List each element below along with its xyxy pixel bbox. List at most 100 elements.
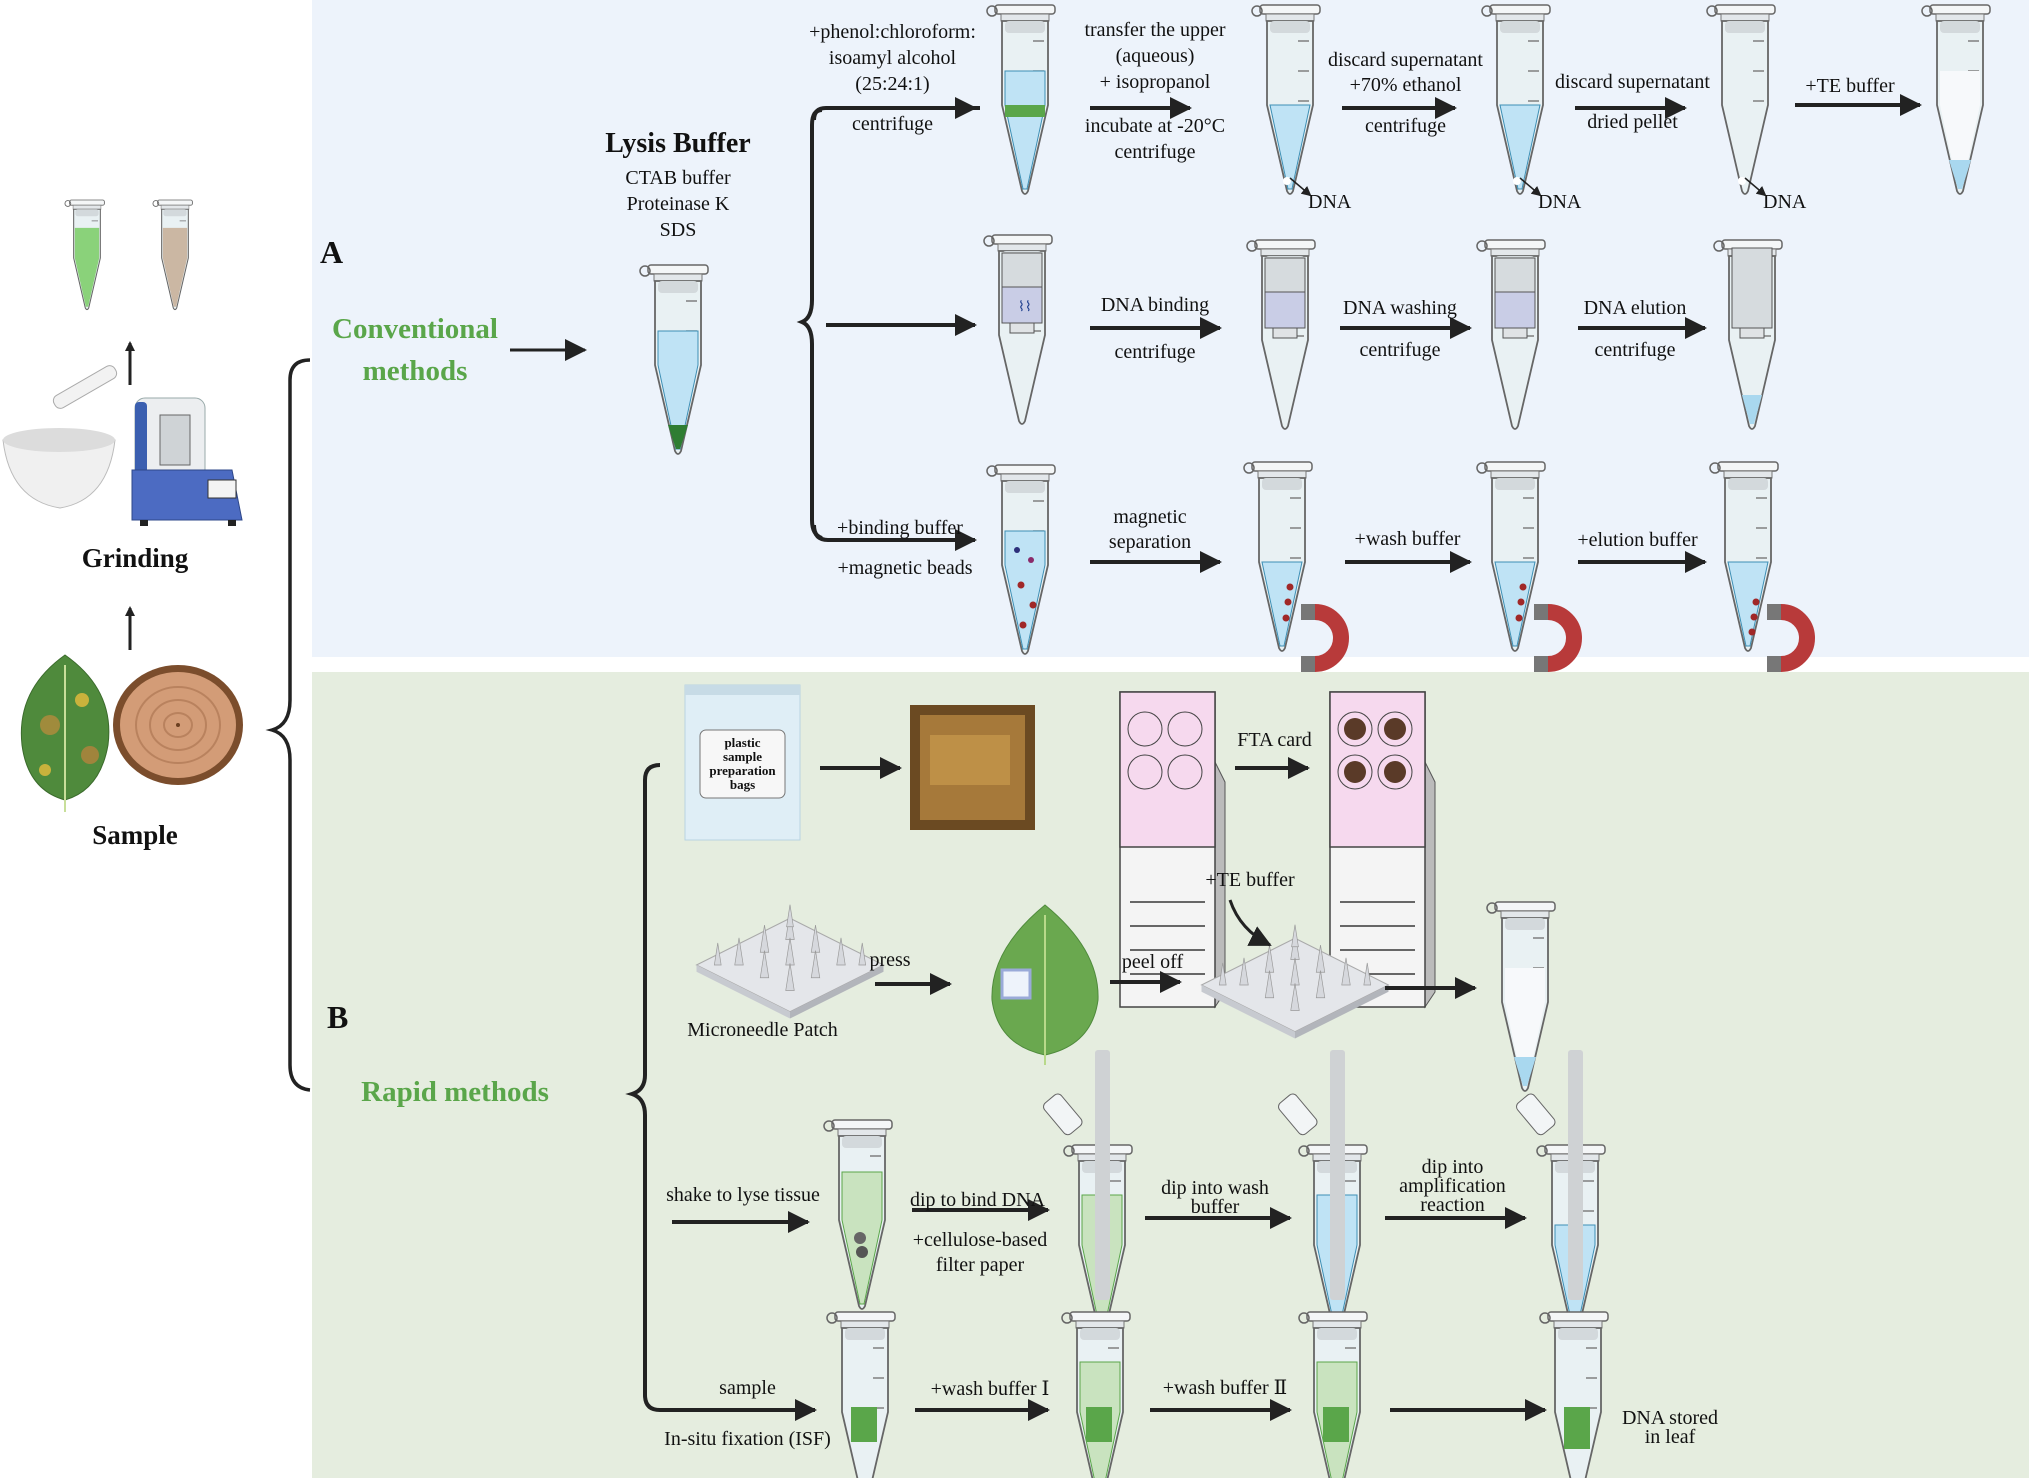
tube-isf-wash1 [1061, 1311, 1131, 1478]
step-label: +elution buffer [1577, 529, 1698, 551]
amplification-label: amplification [1399, 1175, 1506, 1197]
amplification-label: dip into [1421, 1156, 1484, 1178]
tube-ethanol-wash [1481, 4, 1551, 195]
step-label: DNA binding [1100, 294, 1210, 316]
step-label: + isopropanol [1099, 71, 1211, 93]
bag-label-line: plastic [724, 735, 761, 750]
spin-column-tube-eluted [1713, 239, 1783, 430]
isf-label: In-situ fixation (ISF) [664, 1428, 831, 1450]
svg-text:⌇⌇: ⌇⌇ [1018, 299, 1032, 315]
microneedle-patch-label: Microneedle Patch [687, 1019, 838, 1041]
lysis-buffer-title: Lysis Buffer [605, 128, 751, 159]
step-label: discard supernatant [1555, 71, 1710, 93]
arrow-row3-start [812, 524, 977, 551]
dna-stored-label: in leaf [1644, 1426, 1696, 1448]
lysis-item: SDS [659, 219, 697, 241]
fta-card-label: FTA card [1237, 729, 1312, 751]
press-label: press [869, 949, 911, 971]
step-label: centrifuge [1114, 341, 1196, 363]
step-label: centrifuge [851, 113, 934, 135]
te-buffer-label: +TE buffer [1205, 869, 1295, 891]
tube-te-buffer-dna [1921, 4, 1991, 195]
step-label: magnetic [1113, 506, 1187, 528]
sample-step-label: sample [719, 1377, 776, 1399]
step-label: transfer the upper [1084, 19, 1226, 41]
brace-rapid-branches [625, 763, 817, 1421]
fta-card-blank [1119, 691, 1226, 1008]
magnet-icon [1301, 604, 1341, 672]
step-label: DNA washing [1343, 297, 1457, 319]
tube-isf-sample [826, 1311, 896, 1478]
lysis-tube [639, 264, 709, 455]
bag-label-line: bags [729, 777, 756, 792]
step-label: +TE buffer [1805, 75, 1895, 97]
lysis-item: Proteinase K [626, 193, 730, 215]
wash-buffer-1-label: +wash buffer Ⅰ [930, 1378, 1050, 1400]
step-label: +phenol:chloroform: [809, 21, 976, 43]
mortar-pestle-icon [2, 365, 118, 509]
step-label: +magnetic beads [837, 557, 973, 579]
leaf-with-patch-icon [991, 904, 1099, 1065]
tube-filter-paper-wash [1278, 1050, 1368, 1335]
brace-conventional-branches [796, 108, 823, 540]
step-label: +70% ethanol [1349, 74, 1462, 96]
step-label: isoamyl alcohol [828, 47, 957, 69]
spin-column-tube-2 [1246, 239, 1316, 430]
magnet-icon [1534, 604, 1574, 672]
tube-isf-wash2 [1298, 1311, 1368, 1478]
step-label: +binding buffer [837, 517, 963, 539]
tube-magnetic-beads [986, 464, 1056, 655]
rapid-methods-title: Rapid methods [361, 1076, 549, 1108]
plastic-bag-icon [684, 684, 801, 841]
step-label: discard supernatant [1328, 49, 1483, 71]
bind-sublabel: filter paper [935, 1254, 1025, 1276]
arrow-te-buffer [1228, 899, 1272, 947]
step-label: centrifuge [1364, 115, 1447, 137]
dna-label: DNA [1763, 191, 1807, 213]
tube-isopropanol [1251, 4, 1321, 195]
spin-column-tube-1: ⌇⌇ [983, 234, 1053, 425]
tube-lysed-tissue [823, 1119, 893, 1310]
diseased-leaf-icon [20, 654, 110, 812]
tube-dried-pellet [1706, 4, 1776, 195]
tube-dna-stored-leaf [1539, 1311, 1609, 1478]
fta-card-spotted [1329, 691, 1436, 1008]
step-label: separation [1108, 531, 1192, 553]
peel-off-label: peel off [1121, 951, 1184, 973]
bagged-sample-photo [910, 705, 1035, 830]
bind-label: dip to bind DNA [910, 1189, 1045, 1211]
step-label: dried pellet [1587, 111, 1678, 133]
lysis-item: CTAB buffer [625, 167, 731, 189]
step-label: DNA elution [1583, 297, 1687, 319]
wash-label: buffer [1190, 1196, 1240, 1218]
microneedle-patch-icon [695, 904, 885, 1020]
step-label: incubate at -20°C [1084, 115, 1226, 137]
left-brace [265, 358, 311, 1092]
step-label: centrifuge [1594, 339, 1676, 361]
dna-stored-label: DNA stored [1621, 1407, 1719, 1429]
wash-label: dip into wash [1161, 1177, 1269, 1199]
magnet-icon [1767, 604, 1807, 672]
bead-mill-grinder-icon [131, 397, 243, 526]
step-label: +wash buffer [1354, 528, 1461, 550]
bag-label-line: sample [723, 749, 762, 764]
tube-magnetic-separation [1243, 461, 1313, 652]
wood-cross-section-icon [113, 665, 243, 785]
tube-wash-beads [1476, 461, 1546, 652]
spin-column-tube-3 [1476, 239, 1546, 430]
step-label: (aqueous) [1115, 45, 1195, 67]
dna-label: DNA [1538, 191, 1582, 213]
bind-sublabel: +cellulose-based [912, 1229, 1048, 1251]
bag-label-line: preparation [709, 763, 776, 778]
tube-phase-separation [986, 4, 1056, 195]
wash-buffer-2-label: +wash buffer Ⅱ [1162, 1377, 1288, 1399]
dna-label: DNA [1308, 191, 1352, 213]
sample-label: Sample [92, 820, 178, 850]
tube-microneedle-eluate [1486, 901, 1556, 1092]
tube-filter-paper-amplify [1516, 1050, 1606, 1335]
step-label: centrifuge [1114, 141, 1196, 163]
shake-label: shake to lyse tissue [666, 1184, 820, 1206]
conventional-methods-title-line2: methods [362, 355, 468, 387]
panel-a-letter: A [320, 234, 344, 270]
